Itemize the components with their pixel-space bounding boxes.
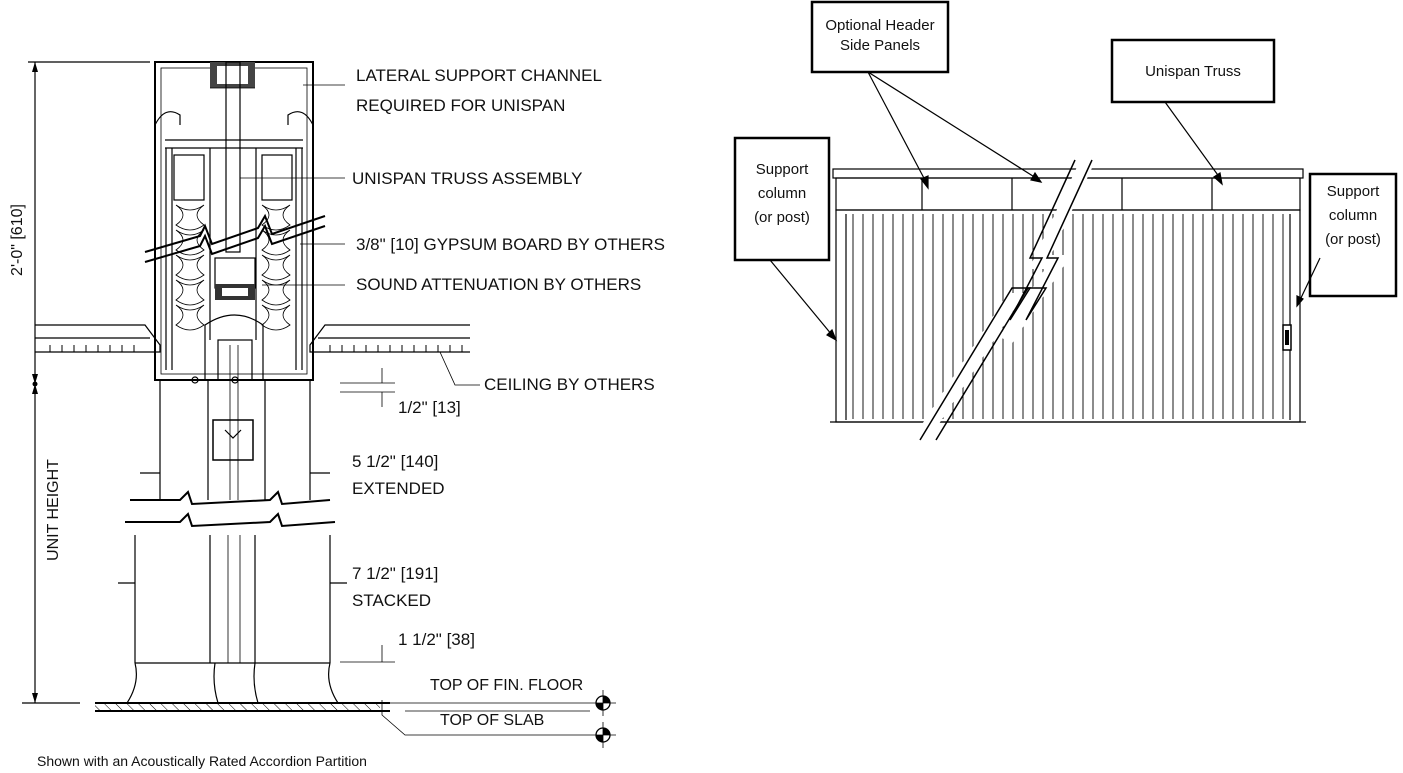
callout-left-column bbox=[733, 136, 831, 262]
partition-stacked bbox=[118, 535, 347, 704]
note-floor: TOP OF FIN. FLOOR bbox=[430, 677, 583, 694]
callout-right-col-line3: (or post) bbox=[1325, 231, 1381, 248]
note-gap-bottom: 1 1/2" [38] bbox=[398, 630, 475, 649]
header-dimension: 2'-0" [610] UNIT HEIGHT bbox=[9, 61, 150, 704]
unit-height-label: UNIT HEIGHT bbox=[45, 459, 62, 561]
note-truss: UNISPAN TRUSS ASSEMBLY bbox=[352, 169, 583, 188]
note-stacked-dim: 7 1/2" [191] bbox=[352, 564, 438, 583]
header-height-label: 2'-0" [610] bbox=[9, 204, 26, 276]
note-lateral-line1: LATERAL SUPPORT CHANNEL bbox=[356, 66, 602, 85]
callout-header-panels-line2: Side Panels bbox=[840, 37, 920, 54]
note-ceiling: CEILING BY OTHERS bbox=[484, 375, 655, 394]
partition-extended bbox=[125, 345, 336, 528]
note-sound: SOUND ATTENUATION BY OTHERS bbox=[356, 275, 641, 294]
callout-arrows bbox=[769, 71, 1321, 342]
section-leaders bbox=[240, 84, 616, 748]
callout-right-col-line1: Support bbox=[1327, 183, 1380, 200]
note-extended-dim: 5 1/2" [140] bbox=[352, 452, 438, 471]
callout-truss bbox=[1110, 38, 1276, 104]
callout-left-col-line2: column bbox=[758, 185, 806, 202]
callout-right-col-line2: column bbox=[1329, 207, 1377, 224]
ceiling bbox=[35, 324, 470, 353]
callout-right-column bbox=[1308, 172, 1398, 298]
note-lateral-line2: REQUIRED FOR UNISPAN bbox=[356, 96, 565, 115]
note-slab: TOP OF SLAB bbox=[440, 712, 544, 729]
elevation: Optional Header Side Panels Unispan Trus… bbox=[733, 0, 1398, 444]
callout-header-panels bbox=[810, 0, 950, 74]
accordion-slats bbox=[848, 214, 1288, 419]
callout-left-col-line1: Support bbox=[756, 161, 809, 178]
note-extended: EXTENDED bbox=[352, 479, 445, 498]
caption: Shown with an Acoustically Rated Accordi… bbox=[37, 753, 367, 769]
callout-left-col-line3: (or post) bbox=[754, 209, 810, 226]
note-gypsum: 3/8" [10] GYPSUM BOARD BY OTHERS bbox=[356, 235, 665, 254]
note-stacked: STACKED bbox=[352, 591, 431, 610]
header-truss-box bbox=[144, 61, 326, 384]
note-gap-top: 1/2" [13] bbox=[398, 398, 461, 417]
floor-slab bbox=[95, 702, 390, 712]
callout-header-panels-line1: Optional Header bbox=[825, 17, 934, 34]
section-detail: 2'-0" [610] UNIT HEIGHT bbox=[9, 61, 665, 769]
callout-truss-label: Unispan Truss bbox=[1145, 63, 1241, 80]
